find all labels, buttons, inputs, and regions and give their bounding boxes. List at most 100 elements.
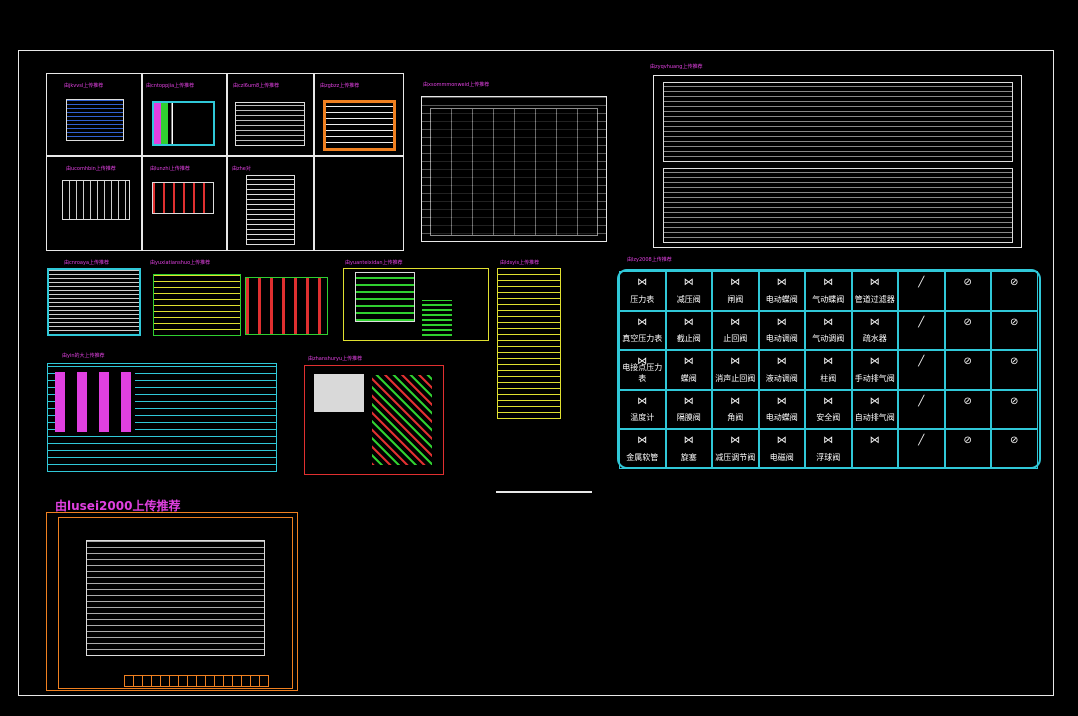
sheet-thumbnail[interactable]	[152, 101, 215, 146]
valve-symbol-icon: ⊘	[1010, 277, 1019, 288]
legend-text: 旋塞	[680, 452, 697, 462]
table-upper	[663, 82, 1013, 162]
legend-cell: ⋈旋塞	[665, 429, 712, 469]
grid-block-top-left	[46, 73, 404, 251]
sheet-thumbnail[interactable]	[497, 268, 561, 419]
sheet-label: 由zhanshuryu上传推荐	[308, 356, 363, 362]
legend-cell: ⋈压力表	[619, 271, 666, 311]
sheet-label: 由lunzhi上传推荐	[150, 166, 190, 172]
valve-symbol-icon: ⊘	[963, 316, 972, 328]
sheet-label: 由zhe对	[232, 166, 251, 172]
legend-text: 减压阀	[676, 294, 701, 304]
valve-symbol-icon: ⋈	[869, 316, 880, 328]
sheet-table[interactable]	[653, 75, 1022, 248]
valve-symbol-icon: ⋈	[869, 395, 880, 407]
legend-cell: ⋈柱阀	[805, 350, 852, 390]
legend-cell: ⋈安全阀	[805, 389, 852, 429]
legend-cell: ⋈止回阀	[712, 310, 759, 350]
valve-symbol-icon: ╱	[918, 316, 925, 328]
sheet-label: 由xsommmonweid上传推荐	[423, 82, 490, 88]
valve-symbol-icon: ⊘	[963, 435, 972, 446]
valve-symbol-icon: ⋈	[823, 435, 834, 446]
legend-cell: ⋈闸阀	[712, 271, 759, 311]
grid-divider	[313, 73, 315, 251]
legend-cell: ⊘	[944, 271, 991, 311]
sheet-thumbnail[interactable]	[66, 99, 124, 141]
title-block	[124, 675, 269, 687]
legend-cell: ⊘	[944, 389, 991, 429]
legend-text: 管道过滤器	[854, 294, 895, 304]
sheet-thumbnail[interactable]	[153, 274, 241, 336]
sheet-label: 由cntoppjia上传推荐	[146, 83, 195, 89]
sheet-thumbnail[interactable]	[245, 277, 328, 335]
legend-cell: ⋈ 自动排气阀	[851, 389, 898, 429]
legend-cell: ╱	[898, 350, 945, 390]
valve-symbol-icon: ⋈	[869, 356, 880, 367]
valve-symbol-icon: ⋈	[776, 356, 787, 367]
valve-symbol-icon: ⋈	[776, 277, 787, 288]
sheet-thumbnail[interactable]	[246, 175, 295, 245]
valve-symbol-icon: ⋈	[776, 316, 787, 328]
legend-cell: ⊘	[991, 350, 1038, 390]
legend-cell: ⊘	[991, 389, 1038, 429]
legend-text: 温度计	[630, 413, 655, 422]
sheet-inner	[422, 300, 452, 336]
legend-text: 闸阀	[727, 294, 744, 304]
valve-symbol-icon: ⊘	[963, 277, 972, 288]
legend-cell: ⋈ 角阀	[712, 389, 759, 429]
legend-cell: ⊘	[991, 429, 1038, 469]
legend-cell: ⋈ 手动排气阀	[851, 350, 898, 390]
legend-cell: ⋈消声止回阀	[712, 350, 759, 390]
valve-symbol-icon: ╱	[918, 277, 925, 288]
legend-cell: ⋈ 管道过滤器	[851, 271, 898, 311]
valve-symbol-icon: ⊘	[963, 356, 972, 367]
legend-cell: ⋈疏水器	[851, 310, 898, 350]
sheet-thumbnail[interactable]	[62, 180, 130, 220]
valve-symbol-icon: ⋈	[869, 435, 880, 446]
sheet-label: 由czl6um8上传推荐	[233, 83, 280, 89]
sheet-frame-outer[interactable]	[46, 512, 298, 691]
grid-divider	[141, 73, 143, 251]
legend-text: 消声止回阀	[715, 373, 756, 383]
valve-symbol-icon: ⋈	[730, 435, 741, 446]
legend-cell: ⋈电动调阀	[758, 310, 805, 350]
legend-text: 真空压力表	[622, 334, 663, 343]
legend-text: 自动排气阀	[854, 413, 895, 422]
sheet-thumbnail[interactable]	[235, 102, 305, 146]
legend-text: 角阀	[727, 413, 744, 422]
table-lower	[663, 168, 1013, 243]
legend-text: 压力表	[630, 294, 655, 304]
legend-cell: ⋈真空压力表	[619, 310, 666, 350]
legend-cell: ⊘	[991, 310, 1038, 350]
legend-text: 手动排气阀	[854, 373, 895, 383]
sheet-thumbnail[interactable]	[152, 182, 214, 214]
sheet-label: 由zyqvhuang上传推荐	[650, 64, 703, 70]
legend-cell: ⊘	[991, 271, 1038, 311]
legend-text: 金属软管	[626, 452, 659, 462]
sheet-inner	[355, 272, 415, 322]
legend-text: 气动蝶阀	[812, 294, 845, 304]
legend-cell: ╱	[898, 310, 945, 350]
sheet-inner	[372, 375, 432, 465]
sheet-thumbnail[interactable]	[47, 268, 141, 336]
legend-text: 隔膜阀	[676, 413, 701, 422]
valve-symbol-icon: ⋈	[730, 395, 741, 407]
valve-symbol-icon: ⋈	[683, 277, 694, 288]
table-col-lines	[430, 108, 598, 236]
legend-cell: ╱	[898, 429, 945, 469]
sheet-thumbnail[interactable]	[323, 100, 396, 151]
scale-line	[496, 491, 592, 493]
valve-symbol-icon: ⊘	[1010, 435, 1019, 446]
sheet-label: 由lzy2008上传推荐	[627, 257, 672, 263]
legend-text: 截止阀	[676, 334, 701, 343]
legend-cell: ⊘	[944, 429, 991, 469]
legend-text: 电动蝶阀	[765, 294, 798, 304]
legend-text: 电磁阀	[769, 452, 794, 462]
legend-cell: ⋈ 电动蝶阀	[758, 271, 805, 311]
sheet-label: 由ucomhbin上传推荐	[66, 166, 116, 172]
legend-cell: ⋈ 减压阀	[665, 271, 712, 311]
valve-symbol-icon: ⋈	[869, 277, 880, 288]
sheet-label: 由yuanteixidan上传推荐	[345, 260, 403, 266]
valve-symbol-icon: ⋈	[823, 356, 834, 367]
